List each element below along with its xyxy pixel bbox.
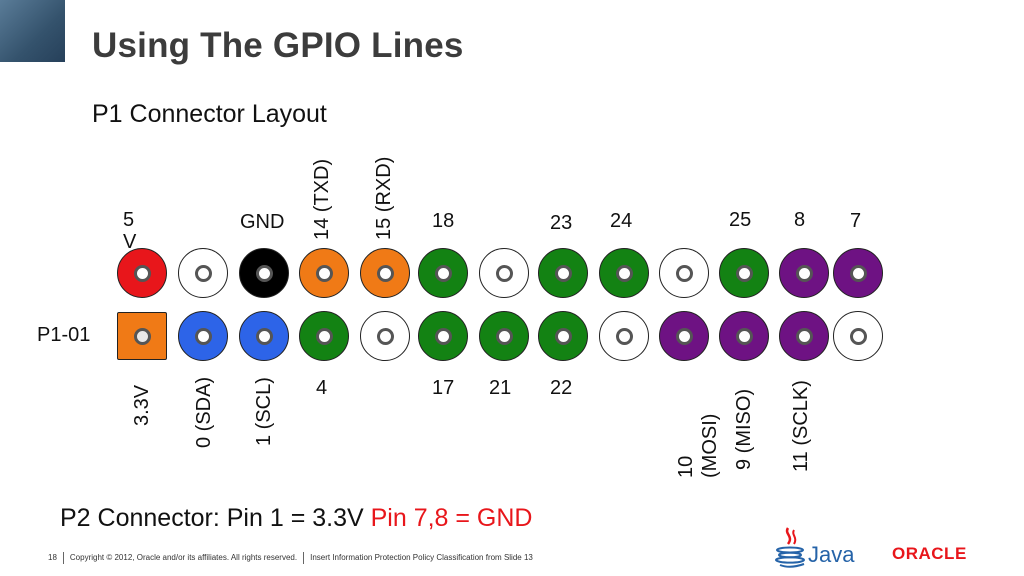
- label-mosi-number: 10: [675, 455, 697, 478]
- pin-hole: [133, 327, 151, 345]
- label-pin-18: 18: [432, 210, 455, 232]
- top-pin-6: [418, 248, 468, 298]
- label-sda: 0 (SDA): [193, 376, 215, 448]
- label-pin-8: 8: [794, 209, 806, 231]
- slide-subtitle: P1 Connector Layout: [92, 100, 327, 128]
- label-pin-17: 17: [432, 377, 455, 399]
- pin-hole: [133, 264, 151, 282]
- footer-divider: [62, 552, 64, 564]
- pin-hole: [795, 264, 813, 282]
- top-pin-12: [779, 248, 829, 298]
- java-wordmark: Java: [808, 542, 855, 567]
- pin-hole: [554, 264, 572, 282]
- label-3v3: 3.3V: [131, 384, 153, 426]
- pin-hole: [376, 327, 394, 345]
- bottom-pin-8: [538, 311, 588, 361]
- label-mosi-name: (MOSI): [699, 413, 721, 478]
- top-pin-3: [239, 248, 289, 298]
- bottom-pin-4: [299, 311, 349, 361]
- label-pin-24: 24: [610, 210, 633, 232]
- pin-hole: [376, 264, 394, 282]
- java-logo: Java: [770, 522, 862, 575]
- top-pin-7: [479, 248, 529, 298]
- pin-hole: [434, 264, 452, 282]
- bottom-pin-7: [479, 311, 529, 361]
- top-pin-8: [538, 248, 588, 298]
- label-gnd: GND: [240, 211, 285, 233]
- pin-hole: [735, 264, 753, 282]
- pin-hole: [795, 327, 813, 345]
- p2-connector-note: P2 Connector: Pin 1 = 3.3V Pin 7,8 = GND: [60, 504, 533, 533]
- label-scl: 1 (SCL): [253, 377, 275, 446]
- top-pin-4: [299, 248, 349, 298]
- bottom-pin-5: [360, 311, 410, 361]
- label-pin-25: 25: [729, 209, 752, 231]
- p2-note-text: P2 Connector: Pin 1 = 3.3V: [60, 504, 371, 532]
- bottom-pin-9: [599, 311, 649, 361]
- pin-hole: [194, 264, 212, 282]
- bottom-pin-10: [659, 311, 709, 361]
- pin-hole: [675, 264, 693, 282]
- p2-note-gnd-highlight: Pin 7,8 = GND: [370, 504, 533, 532]
- top-pin-9: [599, 248, 649, 298]
- label-pin-21: 21: [489, 377, 512, 399]
- pin-hole: [255, 327, 273, 345]
- pin-hole: [315, 264, 333, 282]
- top-pin-13: [833, 248, 883, 298]
- label-pin-22: 22: [550, 377, 573, 399]
- pin-hole: [615, 264, 633, 282]
- bottom-pin-12: [779, 311, 829, 361]
- pin-hole: [315, 327, 333, 345]
- bottom-pin-3: [239, 311, 289, 361]
- connector-label: P1-01: [37, 324, 91, 346]
- label-pin-7: 7: [850, 210, 862, 232]
- pin-hole: [615, 327, 633, 345]
- copyright-text: Copyright © 2012, Oracle and/or its affi…: [69, 553, 298, 563]
- pin-hole: [849, 327, 867, 345]
- bottom-pin-11: [719, 311, 769, 361]
- pin-hole: [255, 264, 273, 282]
- bottom-pin-6: [418, 311, 468, 361]
- footer-divider: [303, 552, 305, 564]
- pin-hole: [554, 327, 572, 345]
- top-pin-10: [659, 248, 709, 298]
- label-mosi: 10 (MOSI): [674, 414, 722, 478]
- footer: 18 Copyright © 2012, Oracle and/or its af…: [48, 552, 533, 564]
- classification-text: Insert Information Protection Policy Cla…: [310, 553, 533, 563]
- corner-accent-block: [0, 0, 65, 62]
- bottom-pin-2: [178, 311, 228, 361]
- pin-hole: [495, 264, 513, 282]
- top-pin-5: [360, 248, 410, 298]
- label-miso: 9 (MISO): [733, 388, 755, 470]
- label-5v: 5 V: [123, 209, 137, 253]
- oracle-logo: ORACLE: [892, 544, 967, 563]
- top-pin-11: [719, 248, 769, 298]
- pin-hole: [434, 327, 452, 345]
- java-cup-icon: Java: [775, 527, 855, 568]
- label-sclk: 11 (SCLK): [790, 380, 812, 472]
- label-pin-4: 4: [316, 377, 328, 399]
- bottom-pin-13: [833, 311, 883, 361]
- pin-hole: [495, 327, 513, 345]
- top-pin-2: [178, 248, 228, 298]
- pin-hole: [849, 264, 867, 282]
- pin-hole: [735, 327, 753, 345]
- bottom-pin-1: [117, 312, 167, 360]
- page-number: 18: [48, 553, 57, 563]
- label-rxd: 15 (RXD): [373, 156, 395, 240]
- pin-hole: [675, 327, 693, 345]
- slide-title: Using The GPIO Lines: [92, 26, 464, 65]
- pin-hole: [194, 327, 212, 345]
- top-pin-1: [117, 248, 167, 298]
- label-txd: 14 (TXD): [311, 158, 333, 240]
- label-pin-23: 23: [550, 212, 573, 234]
